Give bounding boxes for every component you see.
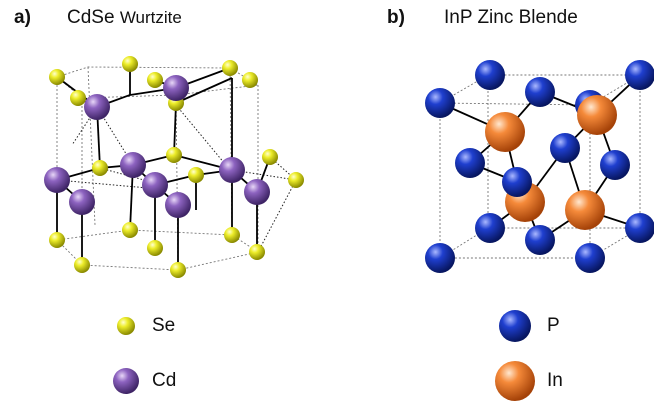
zincblende-p-atoms (425, 60, 654, 180)
p-atom (425, 243, 455, 273)
se-atom (74, 257, 90, 273)
se-atom (147, 240, 163, 256)
p-atom (575, 243, 605, 273)
cd-atom (142, 172, 168, 198)
p-atom (475, 213, 505, 243)
p-atom (502, 167, 532, 197)
p-atom (525, 225, 555, 255)
cd-atom (44, 167, 70, 193)
legend-p-swatch (499, 310, 531, 342)
panel-a-title-sub: Wurtzite (119, 8, 182, 27)
se-atom (288, 172, 304, 188)
p-atom (625, 60, 654, 90)
se-atom (242, 72, 258, 88)
zincblende-in-atoms (485, 95, 617, 230)
se-atom (170, 262, 186, 278)
p-atom (525, 77, 555, 107)
p-atom (600, 150, 630, 180)
legend-se-swatch (117, 317, 135, 335)
in-atom (577, 95, 617, 135)
cd-atom (163, 75, 189, 101)
panel-b-label: b) (387, 7, 405, 28)
panel-b-title: InP Zinc Blende (444, 7, 578, 28)
se-atom (92, 160, 108, 176)
panel-a-label: a) (14, 7, 31, 28)
se-atom (49, 69, 65, 85)
cd-atom (244, 179, 270, 205)
cd-atom (84, 94, 110, 120)
se-atom (122, 222, 138, 238)
p-atom (550, 133, 580, 163)
legend-cd-swatch (113, 368, 139, 394)
wurtzite-cd-atoms (44, 75, 270, 218)
p-atom (425, 88, 455, 118)
cd-atom (219, 157, 245, 183)
p-atom (475, 60, 505, 90)
se-atom (249, 244, 265, 260)
cd-atom (120, 152, 146, 178)
legend-se-label: Se (152, 315, 176, 336)
panel-a-title-main: CdSe (67, 7, 115, 28)
panel-a-title: CdSe Wurtzite (67, 7, 182, 29)
se-atom (222, 60, 238, 76)
in-atom (565, 190, 605, 230)
p-atom (455, 148, 485, 178)
se-atom (224, 227, 240, 243)
cd-atom (69, 189, 95, 215)
wurtzite-se-atoms (49, 56, 304, 278)
legend-cd-label: Cd (152, 370, 177, 391)
legend-p-label: P (547, 315, 560, 336)
cd-atom (165, 192, 191, 218)
se-atom (70, 90, 86, 106)
legend-in-label: In (547, 370, 563, 391)
zincblende-p-atoms-front (425, 167, 654, 273)
se-atom (49, 232, 65, 248)
se-atom (166, 147, 182, 163)
legend-in-swatch (495, 361, 535, 401)
se-atom (122, 56, 138, 72)
se-atom (147, 72, 163, 88)
se-atom (188, 167, 204, 183)
se-atom (262, 149, 278, 165)
p-atom (625, 213, 654, 243)
in-atom (485, 112, 525, 152)
